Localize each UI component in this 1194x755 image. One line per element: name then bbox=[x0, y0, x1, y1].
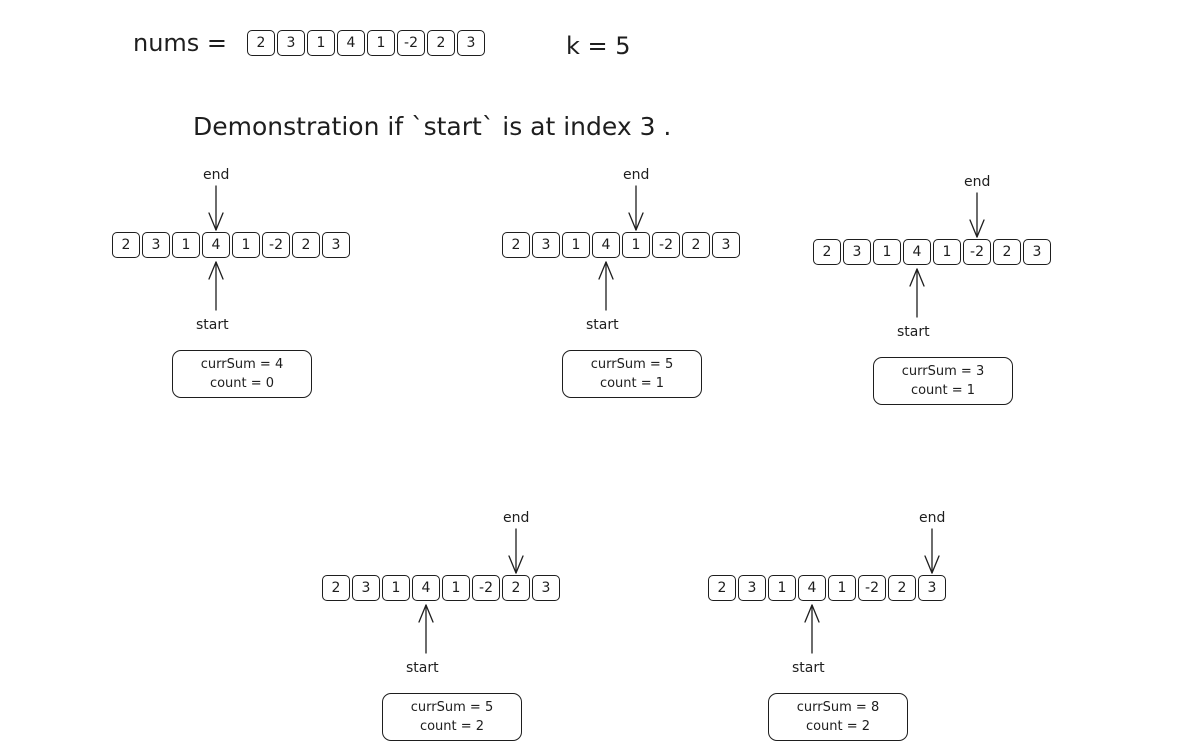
end-arrow-icon bbox=[924, 528, 940, 574]
array-cell: 1 bbox=[873, 239, 901, 265]
end-arrow-icon bbox=[969, 192, 985, 238]
array-cell: 3 bbox=[1023, 239, 1051, 265]
nums-label: nums = bbox=[133, 29, 228, 57]
start-arrow-icon bbox=[598, 261, 614, 311]
array-cell: 1 bbox=[768, 575, 796, 601]
array-cell: 2 bbox=[502, 232, 530, 258]
curr-sum-value: currSum = 5 bbox=[410, 700, 494, 715]
curr-sum-value: currSum = 5 bbox=[590, 357, 674, 372]
end-label: end bbox=[503, 510, 530, 526]
page-title: Demonstration if `start` is at index 3 . bbox=[193, 112, 672, 141]
end-label: end bbox=[964, 174, 991, 190]
array-cell: -2 bbox=[472, 575, 500, 601]
array-cell: 1 bbox=[307, 30, 335, 56]
array-cell: 3 bbox=[277, 30, 305, 56]
start-arrow-icon bbox=[909, 268, 925, 318]
array-cell: -2 bbox=[858, 575, 886, 601]
end-label: end bbox=[203, 167, 230, 183]
array-cell: -2 bbox=[652, 232, 680, 258]
array-cell: 2 bbox=[993, 239, 1021, 265]
end-arrow-icon bbox=[208, 185, 224, 231]
start-arrow-icon bbox=[418, 604, 434, 654]
start-label: start bbox=[897, 324, 930, 340]
array-cell: 3 bbox=[352, 575, 380, 601]
array-cell: 2 bbox=[322, 575, 350, 601]
array-cell: 1 bbox=[367, 30, 395, 56]
start-label: start bbox=[792, 660, 825, 676]
array-cell: 3 bbox=[843, 239, 871, 265]
result-box: currSum = 3 count = 1 bbox=[873, 357, 1013, 405]
array-cell: 3 bbox=[457, 30, 485, 56]
array-cell: 1 bbox=[232, 232, 260, 258]
array-cell: 1 bbox=[562, 232, 590, 258]
k-label: k = 5 bbox=[566, 32, 631, 60]
array-cell: 1 bbox=[172, 232, 200, 258]
count-value: count = 0 bbox=[209, 376, 275, 391]
result-box: currSum = 4 count = 0 bbox=[172, 350, 312, 398]
end-arrow-icon bbox=[628, 185, 644, 231]
array-cell: 1 bbox=[933, 239, 961, 265]
curr-sum-value: currSum = 3 bbox=[901, 364, 985, 379]
count-value: count = 2 bbox=[419, 719, 485, 734]
array-cell: 4 bbox=[202, 232, 230, 258]
array-cell: -2 bbox=[262, 232, 290, 258]
array-cell: 4 bbox=[412, 575, 440, 601]
array-cell: 3 bbox=[532, 575, 560, 601]
array-cell: 1 bbox=[622, 232, 650, 258]
array-cell: 2 bbox=[112, 232, 140, 258]
array-cell: 4 bbox=[903, 239, 931, 265]
curr-sum-value: currSum = 8 bbox=[796, 700, 880, 715]
start-arrow-icon bbox=[208, 261, 224, 311]
array-cell: 3 bbox=[532, 232, 560, 258]
array-cell: 3 bbox=[918, 575, 946, 601]
curr-sum-value: currSum = 4 bbox=[200, 357, 284, 372]
array-cell: 2 bbox=[292, 232, 320, 258]
result-box: currSum = 8 count = 2 bbox=[768, 693, 908, 741]
start-label: start bbox=[196, 317, 229, 333]
array-cell: 1 bbox=[828, 575, 856, 601]
start-arrow-icon bbox=[804, 604, 820, 654]
end-label: end bbox=[919, 510, 946, 526]
array-cell: 2 bbox=[247, 30, 275, 56]
array-cell: 1 bbox=[442, 575, 470, 601]
array-cell: 4 bbox=[798, 575, 826, 601]
array-cell: 2 bbox=[682, 232, 710, 258]
array-cell: 3 bbox=[712, 232, 740, 258]
result-box: currSum = 5 count = 1 bbox=[562, 350, 702, 398]
end-arrow-icon bbox=[508, 528, 524, 574]
array-cell: 3 bbox=[738, 575, 766, 601]
array-cell: 2 bbox=[502, 575, 530, 601]
array-cell: 3 bbox=[322, 232, 350, 258]
array-cell: -2 bbox=[397, 30, 425, 56]
array-cell: 3 bbox=[142, 232, 170, 258]
start-label: start bbox=[406, 660, 439, 676]
count-value: count = 1 bbox=[599, 376, 665, 391]
start-label: start bbox=[586, 317, 619, 333]
end-label: end bbox=[623, 167, 650, 183]
array-cell: 2 bbox=[813, 239, 841, 265]
array-cell: 2 bbox=[427, 30, 455, 56]
array-cell: 4 bbox=[592, 232, 620, 258]
count-value: count = 1 bbox=[910, 383, 976, 398]
count-value: count = 2 bbox=[805, 719, 871, 734]
array-cell: 2 bbox=[888, 575, 916, 601]
array-cell: -2 bbox=[963, 239, 991, 265]
nums-array: 2 3 1 4 1 -2 2 3 bbox=[247, 30, 487, 56]
array-cell: 1 bbox=[382, 575, 410, 601]
result-box: currSum = 5 count = 2 bbox=[382, 693, 522, 741]
array-cell: 4 bbox=[337, 30, 365, 56]
array-cell: 2 bbox=[708, 575, 736, 601]
